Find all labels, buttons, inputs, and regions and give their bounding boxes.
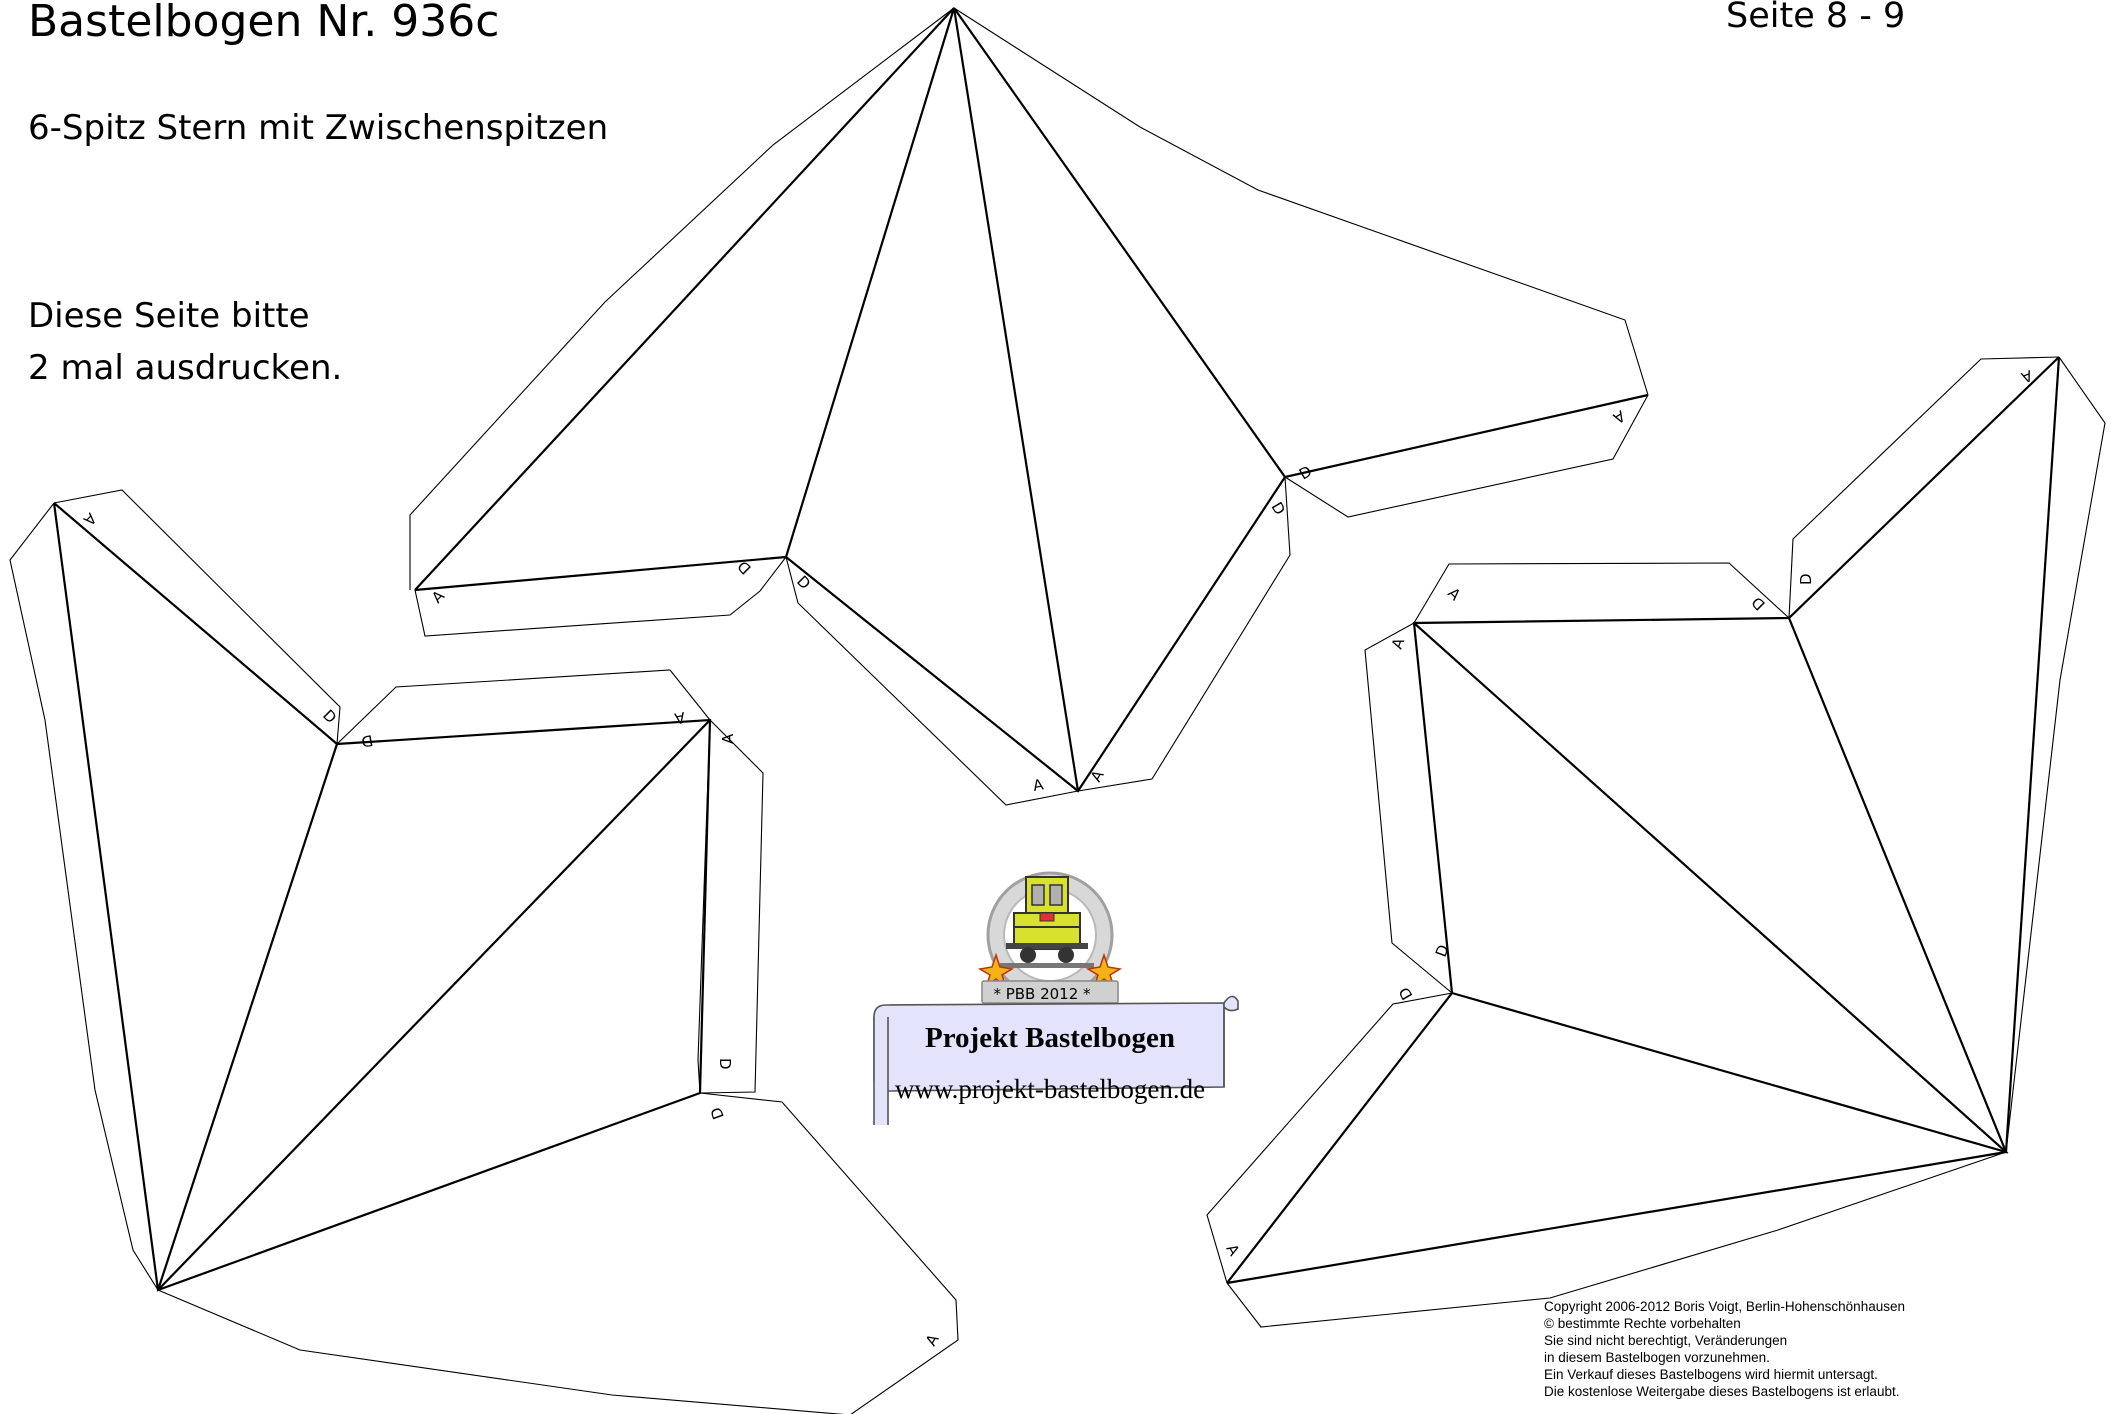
print-instruction-line-2: 2 mal ausdrucken. [28,348,343,388]
tab-label-d: D [1268,499,1289,518]
star-icon [1085,952,1123,990]
logo-badge [981,980,1119,1004]
tab-label-d: D [1797,573,1815,585]
tab-label-a: A [1032,775,1046,795]
sheet-title: Bastelbogen Nr. 936c [28,0,500,47]
tab-label-a: A [1609,407,1628,428]
tab-label-d: D [1296,462,1315,483]
cutout-piece-top [409,7,1649,806]
tab-label-d: D [1432,942,1453,959]
print-instruction-line-1: Diese Seite bitte [28,296,310,336]
tab-label-a: A [922,1330,943,1349]
tab-label-a: A [1444,584,1465,605]
star-icon [977,952,1015,990]
tab-label-a: A [672,708,686,728]
copyright-line: Ein Verkauf dieses Bastelbogens wird hie… [1544,1367,1878,1382]
logo-ribbon [873,995,1239,1125]
cutout-piece-right [1206,356,2106,1328]
copyright-line: Die kostenlose Weitergabe dieses Bastelb… [1544,1384,1900,1399]
projekt-bastelbogen-logo [873,871,1239,1125]
copyright-line: © bestimmte Rechte vorbehalten [1544,1316,1741,1331]
logo-badge-text: * PBB 2012 * [993,985,1091,1003]
logo-title: Projekt Bastelbogen [925,1022,1175,1054]
tab-label-d: D [319,706,340,727]
tab-label-a: A [1087,766,1108,785]
cutout-piece-left [9,489,959,1414]
tab-label-a: A [1223,1241,1244,1260]
sheet-subtitle: 6-Spitz Stern mit Zwischenspitzen [28,108,609,148]
page-number: Seite 8 - 9 [1726,0,1906,36]
tab-label-a: A [2018,366,2034,387]
tab-label-d: D [360,731,375,751]
logo-url: www.projekt-bastelbogen.de [894,1074,1206,1104]
tab-label-d: D [716,1058,734,1070]
copyright-line: in diesem Bastelbogen vorzunehmen. [1544,1350,1770,1365]
tab-label-a: A [719,733,737,744]
copyright-line: Sie sind nicht berechtigt, Veränderungen [1544,1333,1788,1348]
locomotive-icon [1000,876,1094,968]
tab-label-d: D [707,1105,728,1122]
tab-label-d: D [793,572,814,593]
copyright-notice: Copyright 2006-2012 Boris Voigt, Berlin-… [1544,1298,1905,1400]
copyright-line: Copyright 2006-2012 Boris Voigt, Berlin-… [1544,1299,1905,1314]
tab-label-a: A [1388,635,1409,651]
